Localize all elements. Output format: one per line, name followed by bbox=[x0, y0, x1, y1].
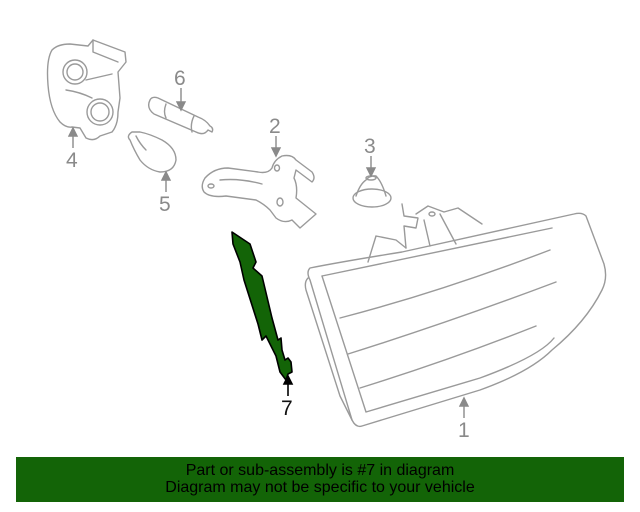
part-6-bulb-drawing bbox=[147, 96, 214, 135]
arrow-1 bbox=[458, 396, 470, 407]
callout-7[interactable]: 7 bbox=[281, 397, 293, 420]
callout-2[interactable]: 2 bbox=[269, 115, 281, 138]
arrow-5 bbox=[160, 170, 172, 181]
callout-4[interactable]: 4 bbox=[66, 149, 78, 172]
banner-line-part-number: Part or sub-assembly is #7 in diagram bbox=[185, 462, 455, 479]
diagram-notice-banner: Part or sub-assembly is #7 in diagram Di… bbox=[16, 457, 624, 502]
arrow-4 bbox=[67, 126, 79, 137]
arrow-3 bbox=[365, 167, 377, 178]
part-4-socket-drawing bbox=[46, 39, 127, 141]
part-5-bulb-drawing bbox=[127, 131, 177, 173]
part-1-tail-lamp-drawing bbox=[304, 203, 607, 428]
callout-1[interactable]: 1 bbox=[458, 419, 470, 442]
part-2-bracket-drawing bbox=[201, 154, 317, 229]
callout-5[interactable]: 5 bbox=[159, 193, 171, 216]
arrow-2 bbox=[270, 147, 282, 158]
part-7-gasket-highlighted bbox=[231, 231, 293, 381]
callout-3[interactable]: 3 bbox=[364, 135, 376, 158]
arrow-7 bbox=[282, 374, 294, 385]
callout-6[interactable]: 6 bbox=[174, 67, 186, 90]
part-3-grommet-drawing bbox=[352, 175, 392, 208]
banner-line-disclaimer: Diagram may not be specific to your vehi… bbox=[165, 479, 475, 496]
arrow-6 bbox=[175, 101, 187, 112]
